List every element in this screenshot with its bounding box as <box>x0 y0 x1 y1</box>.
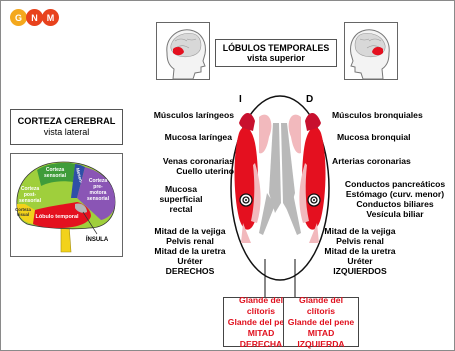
label-premotora-2: pre- <box>93 184 103 190</box>
region-corteza-visual <box>17 204 35 224</box>
right-label-conductos: Conductos pancreáticos Estómago (curv. m… <box>344 179 446 219</box>
left-label-venas-coronarias: Venas coronarias Cuello uterino <box>162 156 234 176</box>
left-lobe-top-section <box>239 112 255 131</box>
bottom-left-line4: DERECHA <box>239 338 283 349</box>
brain-lateral-view: Corteza sensorial Corteza post- sensoria… <box>10 153 123 257</box>
right-temporal-lobe <box>302 127 326 230</box>
side-label-right: D <box>306 94 314 105</box>
label-visual-1: Corteza <box>15 207 31 212</box>
region-insula <box>75 203 87 213</box>
head-silhouette-icon <box>350 29 390 80</box>
right-pink-fold <box>288 114 301 154</box>
right-label-vejiga-izquierdos: Mitad de la vejiga Pelvis renal Mitad de… <box>324 226 396 276</box>
left-pink-fold-lower <box>251 163 261 223</box>
right-label-mucosa-bronquial: Mucosa bronquial <box>337 132 411 142</box>
left-temporal-lobe <box>234 127 258 230</box>
bottom-left-line2: Glande del pene <box>227 316 295 327</box>
insula-pointer-line <box>82 211 98 235</box>
region-mesencefalo <box>71 164 85 198</box>
label-corteza-sensorial-2: sensorial <box>44 173 67 179</box>
side-label-left: I <box>239 94 242 105</box>
bottom-right-line1: Glande del clítoris <box>299 294 343 316</box>
head-top-view-left <box>156 22 210 80</box>
title-box-cerebral-cortex: CORTEZA CEREBRAL vista lateral <box>10 109 123 145</box>
left-label-mucosa-rectal: Mucosa superficial rectal <box>159 184 203 214</box>
label-premotora-4: sensorial <box>87 196 110 202</box>
label-insula: ÍNSULA <box>86 235 109 243</box>
center-gray-left <box>269 123 281 213</box>
label-post-sensorial-1: Corteza <box>21 186 40 192</box>
left-pink-fold <box>259 114 272 154</box>
label-premotora-3: motora <box>90 190 107 196</box>
center-gap <box>276 213 284 268</box>
bottom-box-izquierda: Glande del clítoris Glande del pene MITA… <box>283 294 359 349</box>
gray-branch-left <box>259 193 275 235</box>
logo-letter-m: M <box>42 9 59 26</box>
cortex-title-line2: vista lateral <box>43 127 90 137</box>
label-post-sensorial-2: post- <box>24 192 37 198</box>
right-label-arterias-coronarias: Arterias coronarias <box>332 156 411 166</box>
right-label-musculos-bronquiales: Músculos bronquiales <box>332 110 423 120</box>
left-label-vejiga-derechos: Mitad de la vejiga Pelvis renal Mitad de… <box>154 226 226 276</box>
left-label-mucosa-laringea: Mucosa laríngea <box>164 132 232 142</box>
label-mesencefalo: Mesen- <box>75 167 84 184</box>
cortex-title-line1: CORTEZA CEREBRAL <box>17 116 116 126</box>
temporal-lobes-top-view <box>230 95 330 281</box>
left-label-musculos-laringeos: Músculos laríngeos <box>153 110 234 120</box>
right-target-dot <box>313 199 315 201</box>
brain-lateral-illustration: Corteza sensorial Corteza post- sensoria… <box>15 161 116 253</box>
logo-letter-g: G <box>10 9 27 26</box>
left-target-dot <box>245 199 247 201</box>
label-corteza-sensorial-1: Corteza <box>46 167 65 173</box>
gnm-logo: G N M <box>10 9 59 26</box>
region-corteza-premotora <box>77 167 115 220</box>
title-line2: vista superior <box>247 53 305 63</box>
right-pink-fold-lower <box>299 163 309 223</box>
title-box-temporal-lobes: LÓBULOS TEMPORALES vista superior <box>215 39 337 67</box>
right-lobe-top-section <box>305 112 321 131</box>
center-gray-right <box>281 123 295 213</box>
bottom-left-line3: MITAD <box>247 327 275 338</box>
bottom-right-line4: IZQUIERDA <box>297 338 345 349</box>
head-silhouette-icon <box>166 29 206 80</box>
head-top-view-right <box>344 22 398 80</box>
label-premotora-1: Corteza <box>89 178 108 184</box>
region-corteza-post-sensorial <box>18 170 41 208</box>
title-line1: LÓBULOS TEMPORALES <box>222 43 330 53</box>
bottom-right-line3: MITAD <box>307 327 335 338</box>
label-lobulo-temporal: Lóbulo temporal <box>35 214 79 220</box>
right-lower-pink <box>309 223 319 243</box>
region-corteza-sensorial <box>37 162 75 186</box>
bottom-right-line2: Glande del pene <box>287 316 355 327</box>
label-visual-2: visual <box>17 212 29 217</box>
logo-letter-n: N <box>26 9 43 26</box>
label-post-sensorial-3: sensorial <box>19 198 42 204</box>
gray-branch-right <box>285 193 301 235</box>
bottom-left-line1: Glande del clítoris <box>239 294 283 316</box>
left-lower-pink <box>241 223 251 243</box>
